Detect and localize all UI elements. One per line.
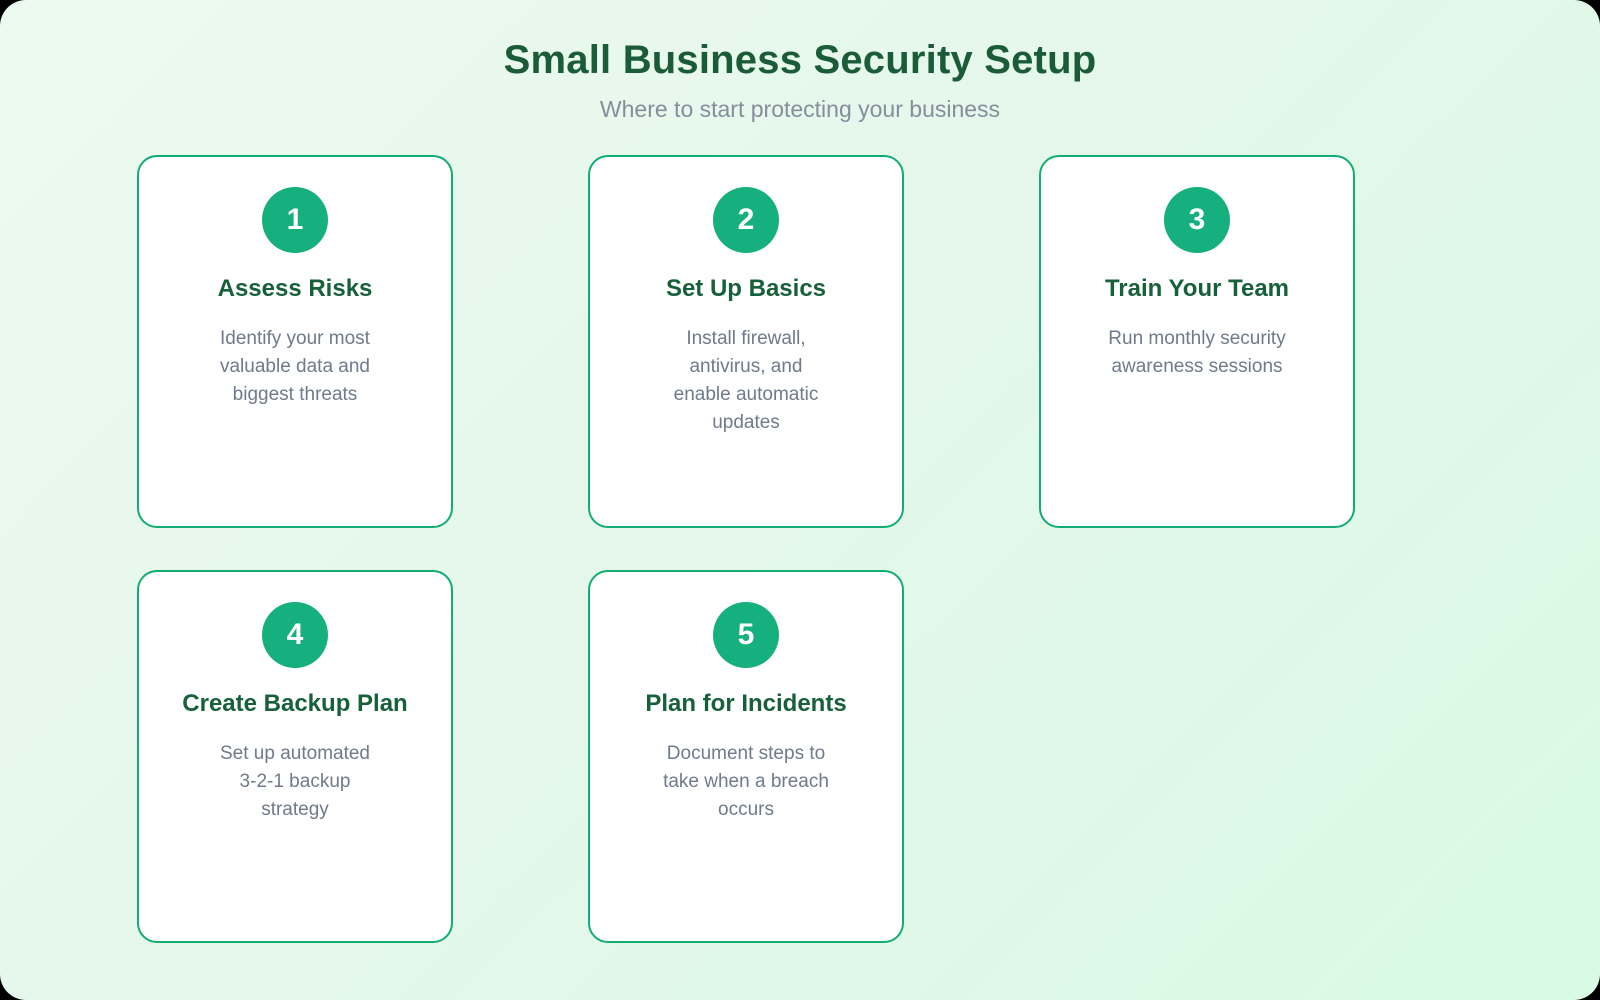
step-number: 5 [737, 618, 755, 651]
step-card-3: 3 Train Your Team Run monthly security a… [1039, 155, 1355, 528]
step-description: Document steps to take when a breach occ… [663, 743, 829, 820]
step-number-badge: 3 [1164, 187, 1230, 253]
steps-grid: 1 Assess Risks Identify your most valuab… [137, 155, 1355, 943]
step-number-badge: 4 [262, 602, 328, 668]
header: Small Business Security Setup Where to s… [0, 0, 1600, 123]
step-number-badge: 5 [713, 602, 779, 668]
step-number: 1 [286, 203, 304, 236]
step-title: Create Backup Plan [182, 690, 408, 717]
step-card-4: 4 Create Backup Plan Set up automated 3-… [137, 570, 453, 943]
step-title: Train Your Team [1104, 275, 1290, 302]
step-title: Plan for Incidents [645, 690, 847, 717]
page-subtitle: Where to start protecting your business [599, 96, 1001, 122]
step-description: Install firewall, antivirus, and enable … [673, 328, 819, 433]
step-number: 4 [286, 618, 304, 651]
step-title: Assess Risks [217, 275, 373, 302]
step-card-5: 5 Plan for Incidents Document steps to t… [588, 570, 904, 943]
step-number-badge: 2 [713, 187, 779, 253]
step-number: 3 [1188, 203, 1206, 236]
step-number-badge: 1 [262, 187, 328, 253]
step-description: Identify your most valuable data and big… [219, 328, 370, 405]
step-card-2: 2 Set Up Basics Install firewall, antivi… [588, 155, 904, 528]
page-title: Small Business Security Setup [503, 38, 1097, 82]
step-title: Set Up Basics [665, 275, 827, 302]
step-number: 2 [737, 203, 755, 236]
step-description: Set up automated 3-2-1 backup strategy [220, 743, 370, 820]
step-description: Run monthly security awareness sessions [1108, 328, 1286, 377]
step-card-1: 1 Assess Risks Identify your most valuab… [137, 155, 453, 528]
